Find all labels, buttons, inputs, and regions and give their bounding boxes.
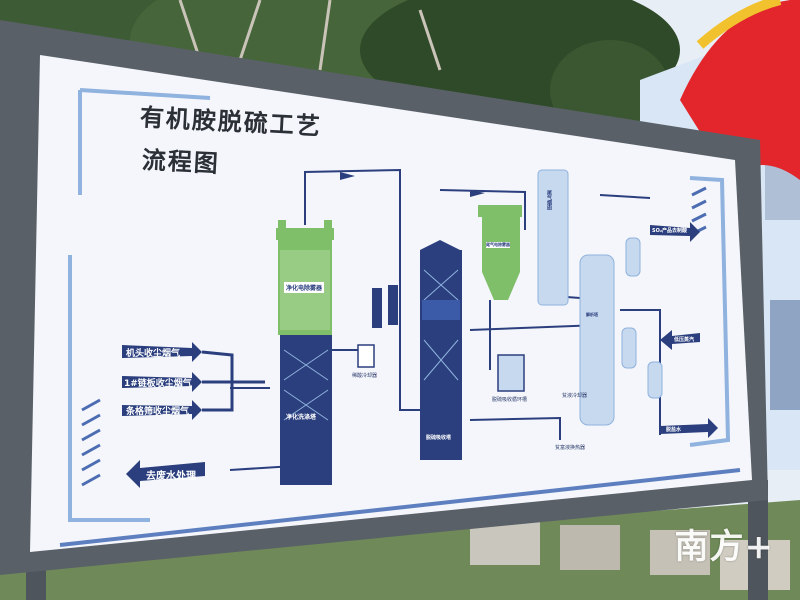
tail-chimney-label: 尾气烟囱: [546, 190, 552, 210]
absorption-tower: [420, 240, 462, 460]
flow-arrow-top-2: [470, 190, 485, 197]
steam-label: 低压蒸汽: [674, 337, 695, 343]
rich-cooler-unit: [357, 344, 375, 368]
input-label-2: 1#链板收尘烟气: [124, 379, 192, 389]
vessel-a: [625, 237, 641, 277]
steam-arrow: [660, 330, 700, 350]
vertical-arrow-2: [388, 285, 398, 325]
input-merge-pipe: [201, 350, 265, 412]
circulation-tank-label: 脱硫吸收循环槽: [492, 397, 528, 403]
watermark-logo: 南方+: [674, 527, 774, 567]
input-arrow-1: [122, 342, 202, 362]
input-label-3: 条格筛收尘烟气: [126, 407, 190, 417]
vessel-b: [621, 327, 637, 369]
input-label-1: 机头收尘烟气: [126, 349, 181, 359]
hatch-decor: [81, 186, 707, 487]
wastewater-arrow: [126, 460, 205, 488]
recycle-pump-label: 贫液冷却器: [562, 393, 588, 399]
so2-product-label: SO₂产品去制酸: [652, 228, 688, 234]
flow-arrow-top-1: [340, 172, 355, 180]
purify-wash-label: 净化洗涤塔: [286, 414, 317, 421]
rich-cooler-label: 稀酸冷却器: [352, 373, 378, 379]
tail-gas-label: 尾气电除雾器: [486, 242, 510, 248]
desalt-arrow: [660, 418, 718, 438]
input-arrow-3: [122, 400, 202, 420]
sign-post-right: [748, 480, 768, 600]
vertical-arrow-1: [372, 288, 382, 328]
sign-border-decor: [59, 88, 741, 547]
lean-cooler-label: 贫富液换热器: [555, 445, 586, 451]
sign-title-line2: 流程图: [141, 145, 221, 179]
absorption-label: 脱硫吸收塔: [426, 435, 452, 441]
ground: [0, 500, 800, 600]
desalt-label: 脱盐水: [666, 427, 682, 433]
regeneration-label: 解析塔: [586, 312, 598, 317]
input-arrow-2: [122, 372, 202, 392]
vessel-c: [647, 361, 663, 399]
so2-arrow: [650, 222, 700, 242]
regeneration-tower: [579, 254, 615, 426]
circulation-tank: [497, 354, 525, 392]
purify-tower: [276, 220, 334, 485]
tail-chimney: [537, 169, 569, 306]
wastewater-label: 去废水处理: [146, 471, 196, 482]
purify-precipitator-label: 净化电除雾器: [284, 282, 325, 293]
